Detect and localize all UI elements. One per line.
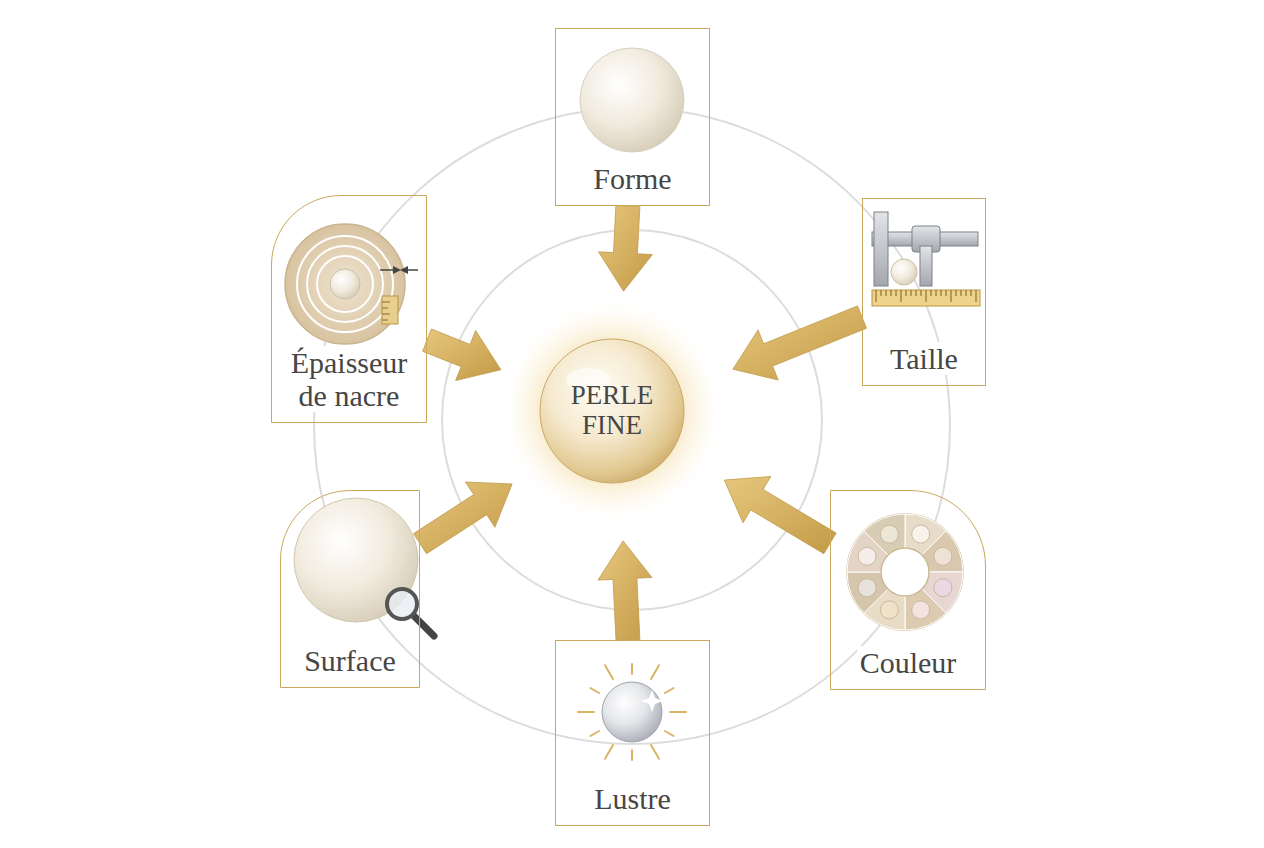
criterion-label: Surface <box>301 644 399 677</box>
centre-pearl-node: PERLE FINE <box>492 291 742 541</box>
gold-arrow <box>724 477 836 554</box>
criterion-frame: Forme <box>555 28 710 206</box>
nacre-layers <box>285 224 418 344</box>
gold-arrow <box>598 541 652 641</box>
criterion-frame: Couleur <box>830 490 986 690</box>
criterion-frame: Épaisseur de nacre <box>271 195 427 423</box>
criterion-label: Forme <box>590 162 674 195</box>
gold-arrow <box>414 482 513 554</box>
criterion-frame: Surface <box>280 490 420 688</box>
criterion-label: Taille <box>887 342 961 375</box>
gold-arrow <box>599 205 653 291</box>
inner-ring <box>442 230 822 610</box>
criterion-label: Épaisseur de nacre <box>276 346 422 412</box>
centre-label: PERLE FINE <box>557 381 667 440</box>
criterion-label: Lustre <box>591 782 674 815</box>
colour-wheel <box>847 514 963 630</box>
round-pearl <box>580 48 684 152</box>
caliper <box>872 212 980 306</box>
criterion-frame: Taille <box>862 198 986 386</box>
surface-pearl <box>294 498 434 636</box>
gold-arrow <box>423 329 501 381</box>
outer-ring <box>314 108 950 744</box>
central-pearl <box>504 303 720 519</box>
criterion-frame: Lustre <box>555 640 710 826</box>
lustrous-pearl <box>578 664 686 760</box>
gold-arrow <box>733 306 867 380</box>
criterion-label: Couleur <box>857 646 960 679</box>
